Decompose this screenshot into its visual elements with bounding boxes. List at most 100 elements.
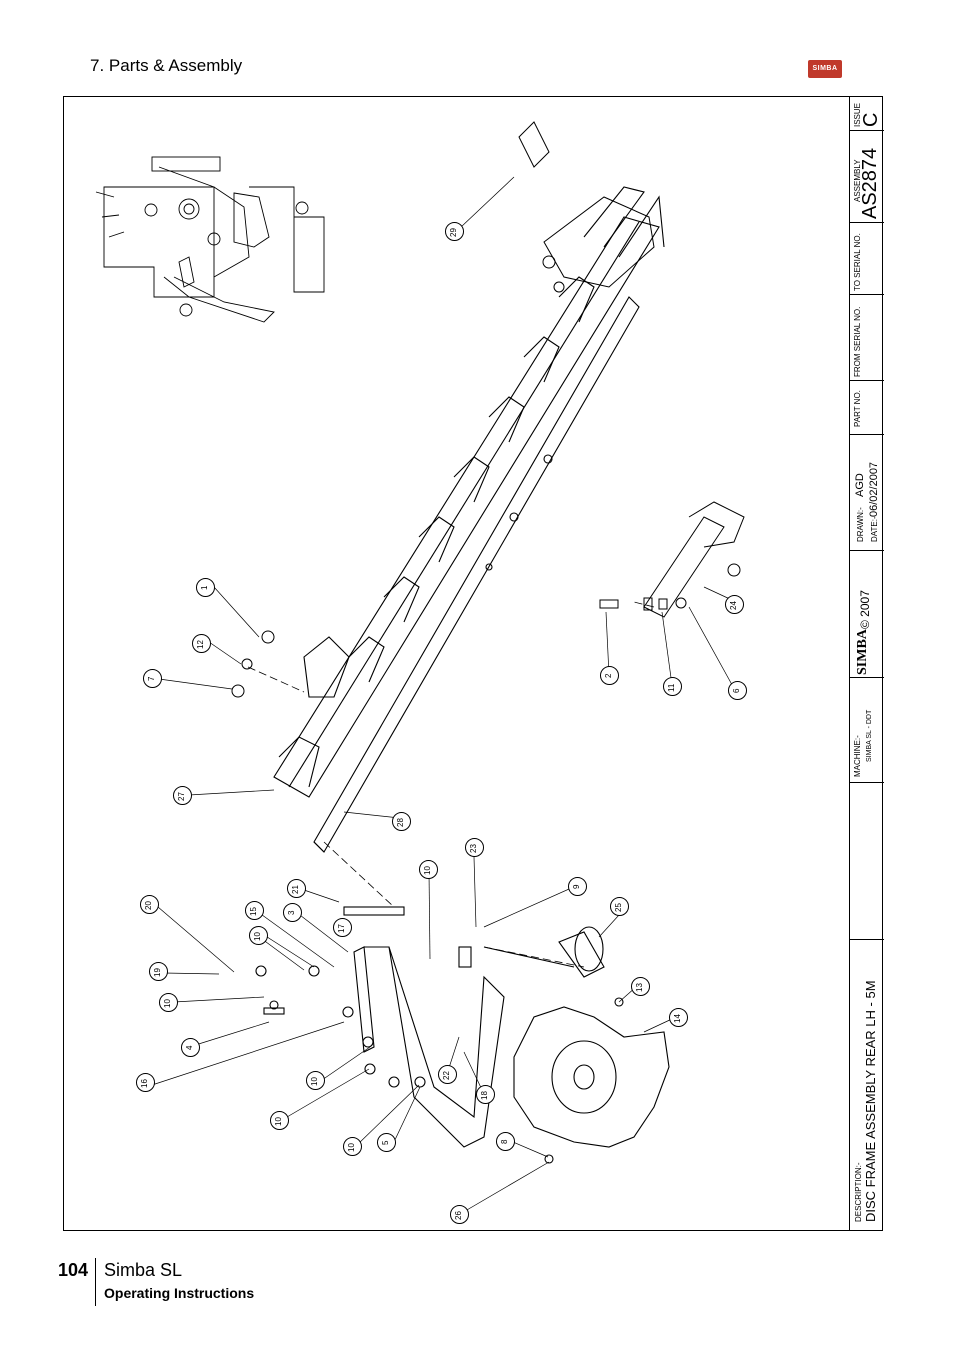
tb-divider	[850, 380, 884, 381]
date-value: 06/02/2007	[868, 461, 880, 517]
callout-label: 28	[396, 818, 405, 827]
exploded-assembly-drawing	[95, 121, 745, 1215]
callout-12: 12	[192, 634, 211, 653]
callout-label: 10	[310, 1077, 319, 1086]
part-no-label: PART NO.	[853, 390, 862, 427]
callout-9: 9	[568, 877, 587, 896]
callout-label: 3	[287, 910, 296, 915]
callout-10: 10	[270, 1111, 289, 1130]
callout-label: 10	[163, 999, 172, 1008]
callout-label: 21	[291, 885, 300, 894]
callout-24: 24	[725, 595, 744, 614]
arm-assembly	[643, 501, 745, 618]
callout-label: 27	[177, 792, 186, 801]
callout-5: 5	[377, 1133, 396, 1152]
callout-6: 6	[728, 681, 747, 700]
assembly-value: AS2874	[859, 147, 881, 219]
callout-10: 10	[159, 993, 178, 1012]
callout-26: 26	[450, 1205, 469, 1224]
tb-divider	[850, 939, 884, 940]
callout-1: 1	[196, 578, 215, 597]
callout-label: 11	[667, 683, 676, 692]
callout-label: 6	[732, 688, 741, 693]
callout-label: 17	[337, 924, 346, 933]
frame-beam	[273, 186, 665, 853]
callout-21: 21	[287, 879, 306, 898]
tb-divider	[850, 222, 884, 223]
leg-assembly	[255, 906, 575, 1148]
callout-label: 25	[614, 903, 623, 912]
machine-value: SIMBA SL - DDT	[866, 709, 873, 762]
disc-and-hub	[513, 926, 670, 1164]
callout-label: 10	[423, 866, 432, 875]
callout-20: 20	[140, 895, 159, 914]
manual-subtitle: Operating Instructions	[104, 1285, 255, 1301]
callout-label: 15	[249, 907, 258, 916]
callout-10: 10	[249, 926, 268, 945]
issue-value: C	[860, 112, 882, 127]
description-value: DISC FRAME ASSEMBLY REAR LH - 5M	[863, 980, 878, 1222]
tb-divider	[850, 782, 884, 783]
callout-29: 29	[445, 222, 464, 241]
callout-label: 24	[729, 601, 738, 610]
callout-10: 10	[343, 1137, 362, 1156]
product-name: Simba SL	[104, 1260, 183, 1280]
callout-label: 10	[253, 932, 262, 941]
callout-13: 13	[631, 977, 650, 996]
end-bracket	[518, 121, 655, 293]
callout-3: 3	[283, 903, 302, 922]
page-number: 104	[58, 1260, 89, 1280]
callout-label: 10	[347, 1143, 356, 1152]
callout-10: 10	[419, 860, 438, 879]
leader-lines	[151, 176, 737, 1215]
callout-2: 2	[600, 666, 619, 685]
tb-divider	[850, 130, 884, 131]
callout-label: 7	[147, 676, 156, 681]
tb-divider	[850, 434, 884, 435]
callout-label: 26	[454, 1211, 463, 1220]
callout-14: 14	[669, 1008, 688, 1027]
callout-11: 11	[663, 677, 682, 696]
callout-label: 16	[140, 1079, 149, 1088]
copyright: © 2007	[858, 590, 872, 629]
logo-text: SIMBA	[812, 65, 838, 72]
drawn-label: DRAWN:-	[856, 507, 865, 542]
section-title: 7. Parts & Assembly	[90, 56, 243, 75]
callout-label: 20	[144, 901, 153, 910]
callout-label: 23	[469, 844, 478, 853]
callout-18: 18	[476, 1085, 495, 1104]
callout-22: 22	[438, 1065, 457, 1084]
title-block: ISSUE C ASSEMBLY AS2874 TO SERIAL NO. FR…	[849, 97, 884, 1230]
from-serial-label: FROM SERIAL NO.	[853, 306, 862, 377]
callout-27: 27	[173, 786, 192, 805]
callout-10: 10	[306, 1071, 325, 1090]
to-serial-label: TO SERIAL NO.	[853, 233, 862, 291]
callout-label: 9	[572, 884, 581, 889]
callout-label: 14	[673, 1014, 682, 1023]
simba-logo: SIMBA	[808, 60, 842, 78]
date-label: DATE:-	[870, 516, 879, 542]
callout-label: 22	[442, 1071, 451, 1080]
callout-label: 19	[153, 968, 162, 977]
footer-separator	[95, 1258, 96, 1306]
callout-label: 2	[604, 673, 613, 678]
tb-divider	[850, 294, 884, 295]
upper-bolts	[231, 597, 687, 698]
callout-label: 5	[381, 1140, 390, 1145]
callout-4: 4	[181, 1038, 200, 1057]
tb-divider	[850, 550, 884, 551]
callout-7: 7	[143, 669, 162, 688]
callout-label: 13	[635, 983, 644, 992]
callout-25: 25	[610, 897, 629, 916]
callout-label: 10	[274, 1117, 283, 1126]
drawn-value: AGD	[854, 473, 866, 497]
drawing-frame	[63, 96, 883, 1231]
alignment-lines	[247, 601, 655, 968]
callout-15: 15	[245, 901, 264, 920]
callout-label: 29	[449, 228, 458, 237]
callout-23: 23	[465, 838, 484, 857]
callout-label: 18	[480, 1091, 489, 1100]
description-label: DESCRIPTION:-	[854, 1162, 863, 1222]
callout-28: 28	[392, 812, 411, 831]
callout-label: 1	[200, 585, 209, 590]
